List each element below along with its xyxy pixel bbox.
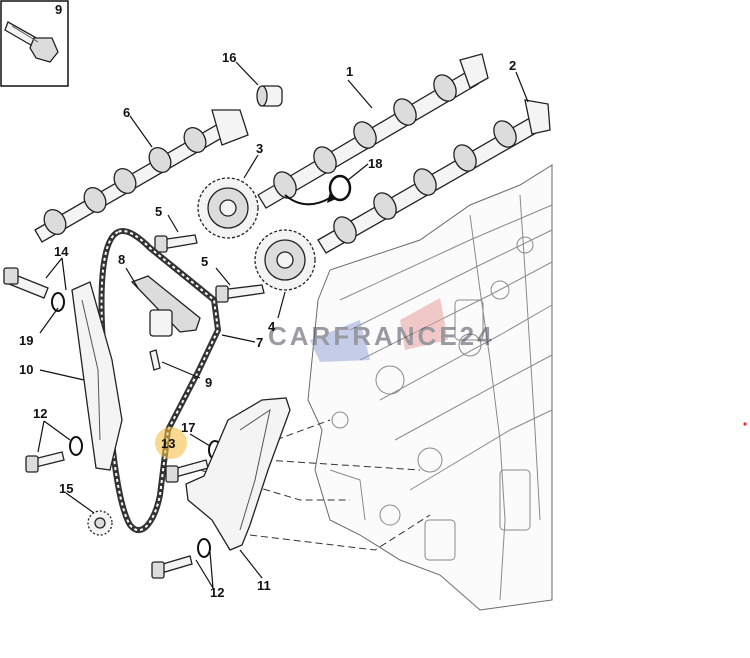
camshaft-phaser-4 [254,229,316,291]
tensioner-guide-11 [185,397,291,551]
callout-16: 16 [222,50,236,65]
callout-11: 11 [257,578,271,593]
tensioner-rail-10 [71,281,123,471]
cylinder-head-block [307,164,553,611]
callout-15: 15 [59,481,73,496]
bolt-12-left [25,436,83,473]
camshaft-1 [257,53,489,209]
callout-18: 18 [368,156,382,171]
callout-5b: 5 [201,254,208,269]
inset-bolt-box [0,0,69,87]
inset-label: 9 [55,2,62,17]
timing-chain-7 [98,228,222,534]
callout-10: 10 [19,362,33,377]
direction-arrow [284,192,336,206]
callout-12a: 12 [33,406,47,421]
callout-9: 9 [205,375,212,390]
red-marker-dot [743,422,747,426]
callout-5a: 5 [155,204,162,219]
watermark-text: CARFRANCE24 [268,321,495,351]
callout-1: 1 [346,64,353,79]
chain-guide-8 [130,275,201,337]
callout-4: 4 [268,319,276,334]
leader-lines [37,61,529,589]
bolt-9 [149,349,161,371]
callout-12b: 12 [210,585,224,600]
camshaft-phaser-3 [197,177,259,239]
callout-3: 3 [256,141,263,156]
bolt-14 [3,267,49,299]
crankshaft-sprocket-15 [87,510,113,536]
washer-19 [51,292,65,312]
callout-13-highlight [155,427,187,459]
bolt-12-lower [151,538,211,579]
callout-14: 14 [54,244,69,259]
o-ring-18 [328,174,352,202]
callout-2: 2 [509,58,516,73]
callout-labels: 1 2 3 4 5 5 6 7 8 9 10 11 12 12 13 14 15… [19,50,516,600]
callout-7: 7 [256,335,263,350]
callout-8: 8 [118,252,125,267]
callout-17: 17 [181,420,195,435]
bushing-16 [256,85,283,107]
callout-6: 6 [123,105,130,120]
bolt-5-lower [215,284,265,303]
bolt-5-upper [154,234,198,253]
callout-13: 13 [161,436,175,451]
watermark: CARFRANCE24 [268,298,495,362]
camshaft-6 [34,109,249,243]
callout-19: 19 [19,333,33,348]
camshaft-2 [317,99,551,254]
